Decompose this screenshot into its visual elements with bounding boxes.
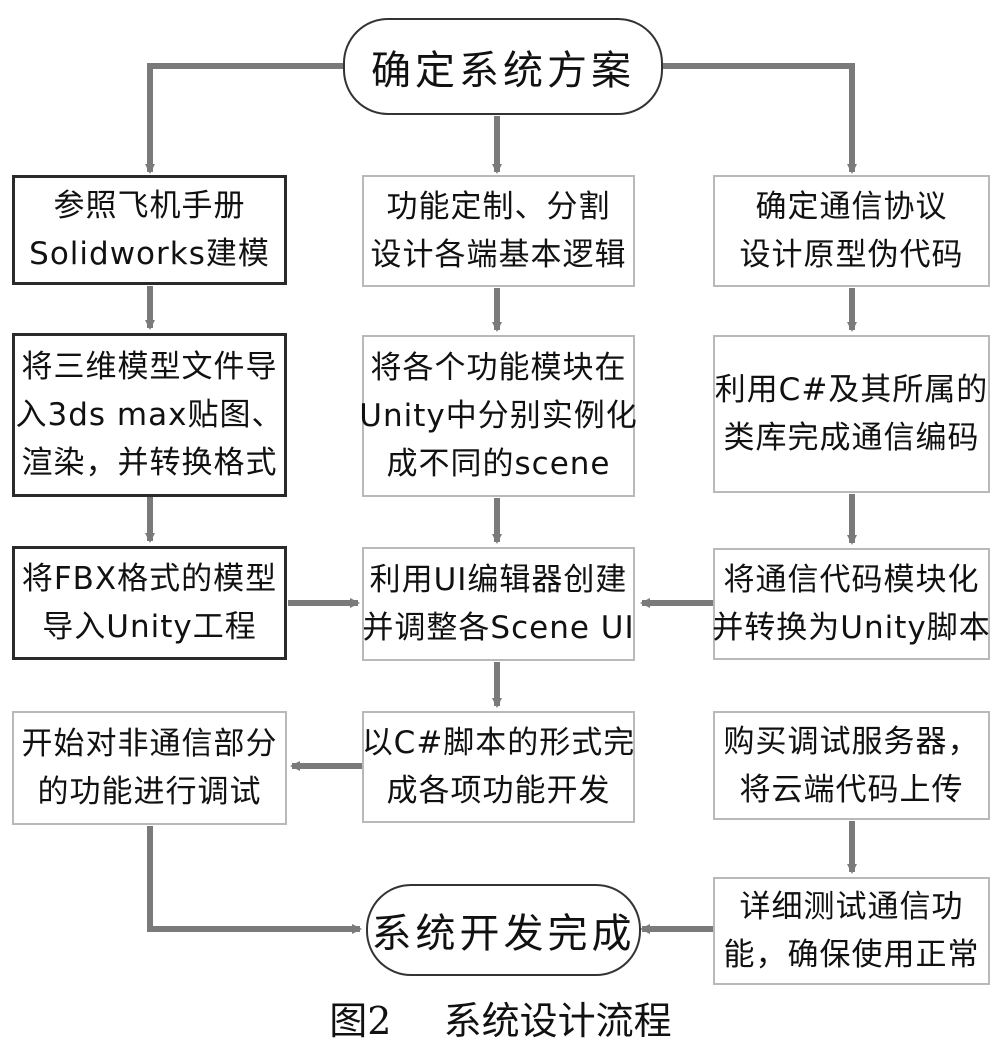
left-step-2-line-2: 入3ds max贴图、 xyxy=(15,397,284,433)
right-step-1-line-1: 确定通信协议 xyxy=(755,189,948,225)
right-step-1-line-2: 设计原型伪代码 xyxy=(739,237,964,273)
left-step-2-line-3: 渲染，并转换格式 xyxy=(21,445,278,481)
right-step-3-line-1: 将通信代码模块化 xyxy=(723,562,980,598)
left-step-1: 参照飞机手册 Solidworks建模 xyxy=(12,175,287,285)
start-label: 确定系统方案 xyxy=(371,47,635,94)
edge-start-to-right1 xyxy=(660,63,857,174)
mid-step-2-line-3: 成不同的scene xyxy=(386,446,611,482)
left-step-1-line-2: Solidworks建模 xyxy=(29,236,270,272)
right-step-3: 将通信代码模块化 并转换为Unity脚本 xyxy=(712,548,991,660)
left-step-4-line-1: 开始对非通信部分 xyxy=(21,726,278,762)
left-step-2-line-1: 将三维模型文件导 xyxy=(21,349,278,385)
end-terminal: 系统开发完成 xyxy=(366,884,641,976)
left-step-1-line-1: 参照飞机手册 xyxy=(53,188,246,224)
left-step-4: 开始对非通信部分 的功能进行调试 xyxy=(12,711,287,825)
right-step-2-line-2: 类库完成通信编码 xyxy=(723,420,980,456)
start-terminal: 确定系统方案 xyxy=(343,18,663,115)
mid-step-2: 将各个功能模块在 Unity中分别实例化 成不同的scene xyxy=(359,335,638,497)
mid-step-2-line-2: Unity中分别实例化 xyxy=(359,398,638,434)
mid-step-1-line-1: 功能定制、分割 xyxy=(386,189,611,225)
edge-start-to-left1 xyxy=(145,63,345,174)
right-step-5-line-2: 能，确保使用正常 xyxy=(723,937,980,973)
right-step-5-line-1: 详细测试通信功 xyxy=(739,889,964,925)
mid-step-4-line-1: 以C#脚本的形式完 xyxy=(361,725,636,761)
left-step-3: 将FBX格式的模型 导入Unity工程 xyxy=(12,546,287,660)
edge-left4-to-end xyxy=(147,826,362,934)
figure-number: 图2 xyxy=(329,999,392,1043)
right-step-4-line-2: 将云端代码上传 xyxy=(739,771,964,808)
right-step-3-line-2: 并转换为Unity脚本 xyxy=(712,610,991,646)
right-step-2-line-1: 利用C#及其所属的 xyxy=(714,372,989,408)
left-step-4-line-2: 的功能进行调试 xyxy=(37,774,262,810)
right-step-4: 购买调试服务器， 将云端代码上传 xyxy=(713,711,990,820)
end-label: 系统开发完成 xyxy=(371,911,636,957)
right-step-1: 确定通信协议 设计原型伪代码 xyxy=(713,175,990,287)
figure-title: 系统设计流程 xyxy=(443,999,672,1043)
left-step-2: 将三维模型文件导 入3ds max贴图、 渲染，并转换格式 xyxy=(12,333,287,497)
mid-step-4-line-2: 成各项功能开发 xyxy=(386,773,611,809)
left-step-3-line-2: 导入Unity工程 xyxy=(42,609,257,645)
figure-caption: 图2 系统设计流程 xyxy=(0,990,1001,1045)
mid-step-1-line-2: 设计各端基本逻辑 xyxy=(370,237,627,273)
left-step-3-line-1: 将FBX格式的模型 xyxy=(21,561,278,597)
right-step-2: 利用C#及其所属的 类库完成通信编码 xyxy=(713,335,990,493)
right-step-4-line-1: 购买调试服务器， xyxy=(723,723,980,760)
right-step-5: 详细测试通信功 能，确保使用正常 xyxy=(713,877,990,985)
mid-step-3-line-2: 并调整各Scene UI xyxy=(362,610,635,646)
mid-step-3: 利用UI编辑器创建 并调整各Scene UI xyxy=(362,547,635,661)
mid-step-1: 功能定制、分割 设计各端基本逻辑 xyxy=(362,175,635,287)
mid-step-3-line-1: 利用UI编辑器创建 xyxy=(369,562,628,598)
mid-step-2-line-1: 将各个功能模块在 xyxy=(370,350,627,386)
mid-step-4: 以C#脚本的形式完 成各项功能开发 xyxy=(362,711,635,823)
